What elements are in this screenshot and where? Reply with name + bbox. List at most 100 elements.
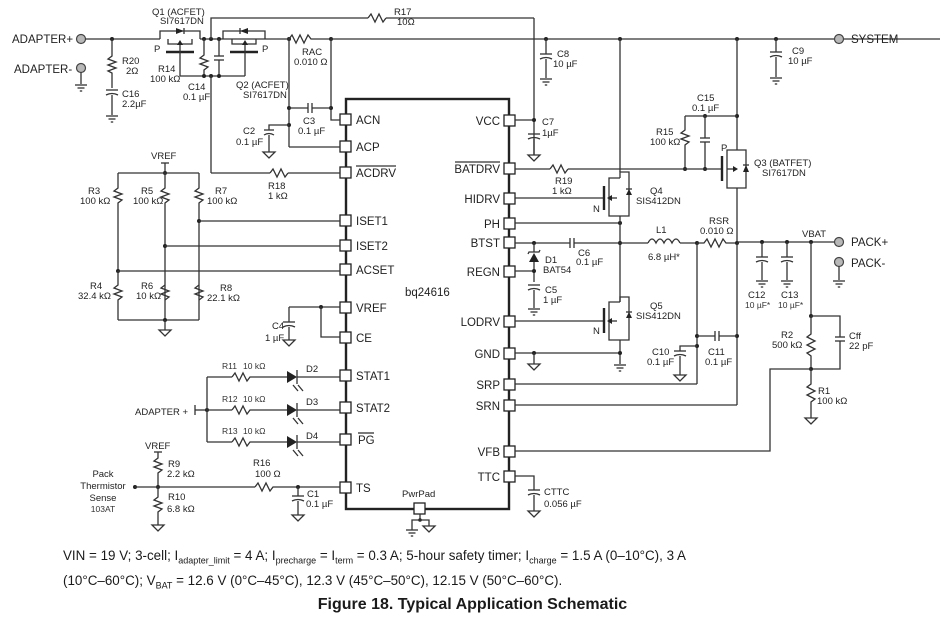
r11-value: 10 kΩ — [243, 361, 265, 371]
ic-pins-right: VCC BATDRV HIDRV PH BTST REGN LODRV GND … — [454, 114, 516, 484]
r1-ref: R1 — [818, 386, 830, 397]
pack-pos-terminal[interactable] — [833, 236, 845, 248]
q4-part: SIS412DN — [636, 196, 681, 207]
pin-acdrv — [339, 166, 352, 179]
adapter-pos-label: ADAPTER+ — [12, 34, 73, 46]
r10-resistor — [152, 487, 164, 525]
c4-ref: C4 — [272, 321, 284, 332]
r2-resistor — [805, 316, 817, 369]
c7-ref: C7 — [542, 117, 554, 128]
r6-value: 10 kΩ — [136, 291, 161, 302]
pin-label-hidrv: HIDRV — [464, 194, 500, 206]
system-terminal[interactable] — [833, 33, 845, 45]
q3-part: SI7617DN — [762, 168, 806, 179]
c14-value: 0.1 µF — [183, 92, 210, 103]
c9-ref: C9 — [792, 46, 804, 57]
r20-value: 2Ω — [126, 66, 138, 77]
c11-ref: C11 — [708, 347, 725, 358]
r13-ref: R13 — [222, 426, 238, 436]
d4-ref: D4 — [306, 431, 318, 442]
r20-ref: R20 — [122, 56, 139, 67]
pin-lodrv — [503, 315, 516, 328]
r5-value: 100 kΩ — [133, 196, 163, 207]
c5-ref: C5 — [545, 285, 557, 296]
ic-pins-left: ACN ACP ACDRV ISET1 ISET2 ACSET VREF CE … — [339, 113, 396, 495]
pin-label-stat1: STAT1 — [356, 371, 390, 383]
r13-value: 10 kΩ — [243, 426, 265, 436]
c10-ref: C10 — [652, 347, 669, 358]
pin-label-ts: TS — [356, 483, 371, 495]
rsr-value: 0.010 Ω — [700, 226, 734, 237]
pack-pos-label: PACK+ — [851, 237, 888, 249]
r3-ref: R3 — [88, 186, 100, 197]
r11-ref: R11 — [222, 361, 237, 371]
vref-therm-label: VREF — [145, 441, 171, 452]
q3-ref: Q3 (BATFET) — [754, 158, 811, 169]
thermistor-section: VREF R9 2.2 kΩ R10 6.8 kΩ Pack Thermisto… — [80, 441, 340, 532]
thermistor-label-4: 103AT — [91, 504, 115, 514]
pin-label-ttc: TTC — [478, 472, 500, 484]
r18-value: 1 kΩ — [268, 191, 288, 202]
rsr-resistor — [697, 237, 737, 249]
q4-type: N — [593, 204, 600, 215]
adapter-neg-terminal[interactable] — [75, 62, 87, 74]
q5-type: N — [593, 326, 600, 337]
r2-ref: R2 — [781, 330, 793, 341]
c7-value: 1µF — [542, 128, 559, 139]
pin-gnd — [503, 347, 516, 360]
c15-ref: C15 — [697, 93, 714, 104]
r13-resistor — [231, 436, 287, 448]
q1-type: P — [154, 44, 160, 55]
c16-ref: C16 — [122, 89, 139, 100]
r12-ref: R12 — [222, 394, 238, 404]
pin-iset1 — [339, 214, 352, 227]
r9-value: 2.2 kΩ — [167, 469, 195, 480]
r18-ref: R18 — [268, 181, 285, 192]
c13-value: 10 µF* — [778, 300, 804, 310]
d2-led — [287, 371, 297, 383]
r14-value: 100 kΩ — [150, 74, 180, 85]
r8-ref: R8 — [220, 283, 232, 294]
r16-value: 100 Ω — [255, 469, 281, 480]
cttc-ref: CTTC — [544, 487, 569, 498]
pin-label-acp: ACP — [356, 142, 380, 154]
r16-ref: R16 — [253, 458, 270, 469]
r8-resistor — [193, 284, 205, 301]
ic-name: bq24616 — [405, 287, 450, 299]
adapter-pos-terminal[interactable] — [75, 33, 87, 45]
c2-value: 0.1 µF — [236, 137, 263, 148]
cttc-value: 0.056 µF — [544, 499, 582, 510]
r19-resistor — [549, 163, 569, 175]
q4-ref: Q4 — [650, 186, 663, 197]
pin-label-ph: PH — [484, 219, 500, 231]
caption-line-1: VIN = 19 V; 3-cell; Iadapter_limit = 4 A… — [63, 548, 686, 566]
c6-value: 0.1 µF — [576, 257, 603, 268]
r7-ref: R7 — [215, 186, 227, 197]
r12-value: 10 kΩ — [243, 394, 265, 404]
figure-caption: VIN = 19 V; 3-cell; Iadapter_limit = 4 A… — [63, 546, 883, 595]
pin-label-gnd: GND — [474, 349, 500, 361]
pin-stat2 — [339, 401, 352, 414]
r17-value: 10Ω — [397, 17, 415, 28]
rac-value: 0.010 Ω — [294, 57, 328, 68]
vref-top-label: VREF — [151, 151, 177, 162]
q2-part: SI7617DN — [243, 90, 287, 101]
acfet-q1-q2: Q1 (ACFET) SI7617DN P R14 100 kΩ C14 0.1… — [150, 7, 535, 173]
battery-output-section: C12 10 µF* C13 10 µF* VBAT PACK+ PACK- C… — [515, 229, 888, 452]
pin-srp — [503, 378, 516, 391]
r15-ref: R15 — [656, 127, 673, 138]
r20-resistor — [106, 39, 118, 88]
buck-stage-section: N Q4 SIS412DN C6 0.1 µF D1 BAT54 C5 1 µF… — [515, 39, 739, 406]
system-label: SYSTEM — [851, 34, 898, 46]
c6-ref: C6 — [578, 248, 590, 259]
pin-ts — [339, 481, 352, 494]
pack-neg-terminal[interactable] — [833, 256, 845, 268]
r10-value: 6.8 kΩ — [167, 504, 195, 515]
pin-btst — [503, 236, 516, 249]
adapter-neg-label: ADAPTER- — [14, 64, 72, 76]
r4-resistor — [112, 271, 124, 320]
batfet-q3-section: R15 100 kΩ C15 0.1 µF R19 1 kΩ P Q3 (BAT… — [515, 39, 811, 243]
pin-batdrv — [503, 162, 516, 175]
c2-ref: C2 — [243, 126, 255, 137]
q1-part: SI7617DN — [160, 16, 204, 27]
